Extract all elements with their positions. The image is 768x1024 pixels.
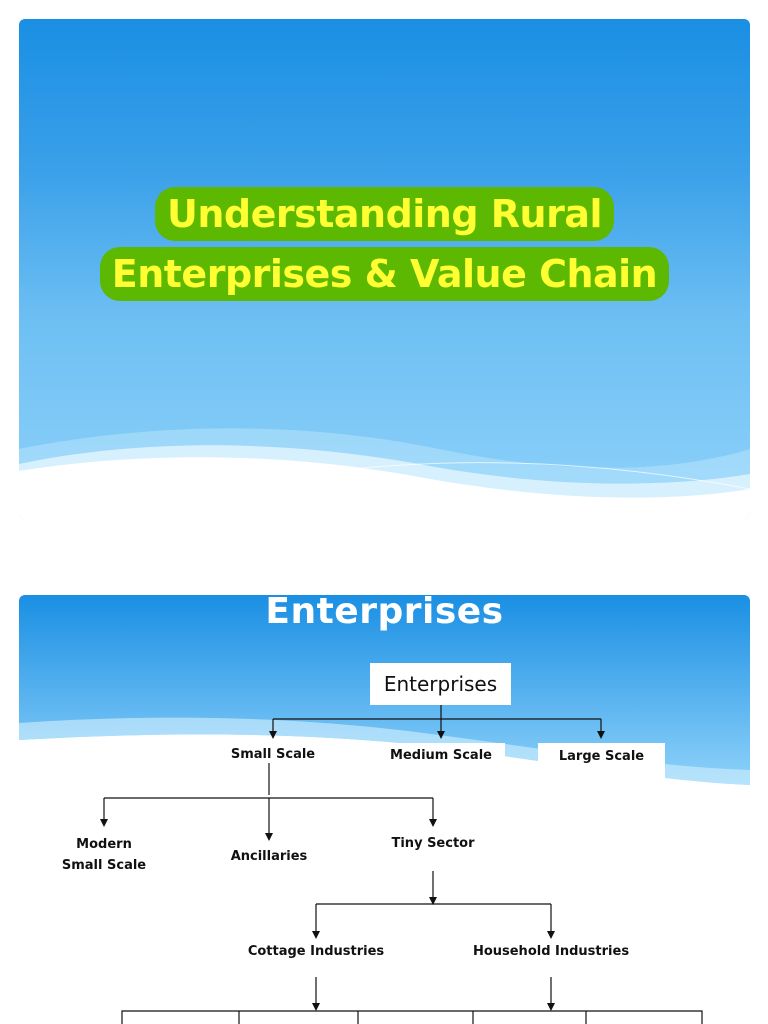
enterprises-slide: Enterprises [19, 595, 750, 1024]
title-line-1: Understanding Rural [154, 187, 615, 241]
root-node-enterprises: Enterprises [370, 663, 511, 705]
title-block: Understanding Rural Enterprises & Value … [19, 184, 750, 304]
node-small-scale: Small Scale [230, 747, 316, 762]
node-ancillaries: Ancillaries [230, 849, 308, 864]
title-line-2: Enterprises & Value Chain [99, 247, 670, 301]
title-slide: Understanding Rural Enterprises & Value … [19, 19, 750, 519]
node-household-industries: Household Industries [472, 944, 630, 959]
node-tiny-sector: Tiny Sector [391, 836, 475, 851]
modern-line-1: Modern [76, 837, 132, 852]
node-large-scale: Large Scale [538, 743, 665, 787]
modern-line-2: Small Scale [61, 858, 147, 873]
slide-title: Enterprises [265, 595, 504, 632]
node-medium-scale: Medium Scale [377, 743, 505, 769]
node-cottage-industries: Cottage Industries [247, 944, 385, 959]
node-modern-small-scale: Modern Small Scale [54, 834, 154, 876]
wave-decoration [19, 428, 750, 519]
hierarchy-connectors [100, 705, 703, 1024]
